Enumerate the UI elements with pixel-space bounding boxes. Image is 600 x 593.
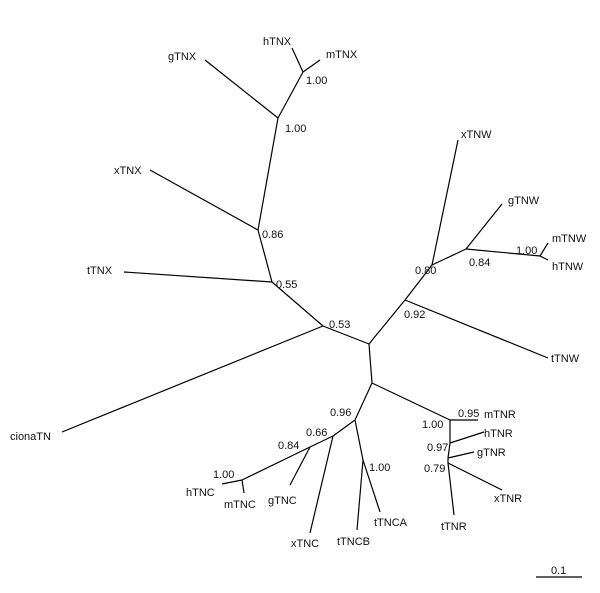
branch-hTNR bbox=[449, 431, 485, 444]
leaf-label-mTNW: mTNW bbox=[552, 233, 587, 245]
scale-bar-label: 0.1 bbox=[551, 565, 566, 577]
branch-tnw-sub bbox=[431, 248, 467, 266]
branch-tnx-inner bbox=[277, 71, 304, 119]
branch-gTNR bbox=[447, 451, 475, 459]
branch-mTNW bbox=[539, 242, 549, 257]
branch-tnc-inner3 bbox=[241, 446, 311, 481]
support-value: 1.00 bbox=[306, 75, 327, 87]
leaf-label-gTNC: gTNC bbox=[268, 495, 297, 507]
leaf-label-mTNC: mTNC bbox=[224, 499, 256, 511]
branch-tnw-inner bbox=[404, 264, 433, 301]
support-value: 0.92 bbox=[404, 309, 425, 321]
leaf-label-gTNX: gTNX bbox=[168, 51, 197, 63]
branch-tnx-stem1 bbox=[257, 117, 279, 231]
support-value: 1.00 bbox=[422, 419, 443, 431]
branch-xTNC bbox=[309, 435, 334, 534]
scale-bar: 0.1 bbox=[536, 565, 582, 578]
support-value: 0.66 bbox=[306, 427, 327, 439]
support-value: 0.79 bbox=[424, 463, 445, 475]
leaf-label-tTNCA: tTNCA bbox=[374, 517, 408, 529]
support-value: 0.84 bbox=[469, 257, 490, 269]
branch-mTNC bbox=[241, 479, 245, 494]
leaf-label-hTNR: hTNR bbox=[484, 428, 513, 440]
leaf-label-tTNR: tTNR bbox=[441, 521, 467, 533]
branch-root bbox=[322, 325, 370, 345]
leaf-label-gTNR: gTNR bbox=[477, 447, 506, 459]
branch-tTNCB bbox=[356, 459, 364, 531]
support-value: 0.53 bbox=[329, 319, 350, 331]
branch-xTNR bbox=[447, 462, 503, 491]
support-value: 1.00 bbox=[516, 245, 537, 257]
leaf-label-hTNW: hTNW bbox=[552, 261, 584, 273]
support-value: 0.55 bbox=[276, 279, 297, 291]
branch-gTNX bbox=[204, 59, 279, 119]
leaf-label-cionaTN: cionaTN bbox=[10, 431, 51, 443]
leaf-label-hTNC: hTNC bbox=[186, 487, 215, 499]
branch-tnw-stem bbox=[368, 299, 406, 345]
leaf-label-gTNW: gTNW bbox=[508, 195, 540, 207]
branch-tnr-inner2 bbox=[447, 442, 451, 459]
support-value: 0.96 bbox=[330, 407, 351, 419]
leaf-label-xTNR: xTNR bbox=[494, 493, 522, 505]
leaf-label-xTNC: xTNC bbox=[291, 538, 319, 550]
branch-tnc-inner bbox=[332, 419, 356, 437]
leaf-label-xTNX: xTNX bbox=[114, 165, 142, 177]
branch-hTNW bbox=[539, 255, 549, 261]
branch-tnx-stem3 bbox=[271, 281, 324, 327]
branch-tTNCA bbox=[362, 459, 381, 513]
leaf-label-xTNW: xTNW bbox=[461, 129, 492, 141]
leaf-label-tTNW: tTNW bbox=[551, 353, 580, 365]
branch-cionaTN bbox=[61, 325, 324, 433]
leaf-label-tTNX: tTNX bbox=[87, 265, 113, 277]
branch-tnx-stem2 bbox=[257, 229, 273, 283]
leaf-label-hTNX: hTNX bbox=[263, 36, 292, 48]
support-value: 1.00 bbox=[285, 123, 306, 135]
support-value: 0.86 bbox=[262, 229, 283, 241]
branch-xTNW bbox=[431, 139, 459, 266]
branch-tnw-sub2 bbox=[465, 248, 541, 257]
support-value: 0.97 bbox=[427, 442, 448, 454]
tree-branches bbox=[61, 47, 549, 534]
support-value: 1.00 bbox=[213, 469, 234, 481]
branch-tnc-stem bbox=[354, 382, 373, 421]
leaf-labels: hTNX mTNX gTNX xTNX tTNX xTNW gTNW mTNW … bbox=[10, 36, 587, 550]
branch-xTNX bbox=[149, 169, 259, 231]
branch-tnc-inner2 bbox=[309, 435, 334, 448]
branch-tnc-tnr-stem bbox=[368, 343, 373, 384]
branch-hTNX bbox=[291, 47, 304, 73]
leaf-label-tTNCB: tTNCB bbox=[337, 536, 370, 548]
branch-tnca-tncb bbox=[354, 419, 364, 461]
leaf-label-mTNR: mTNR bbox=[484, 409, 516, 421]
leaf-label-mTNX: mTNX bbox=[326, 49, 358, 61]
branch-hTNC bbox=[221, 479, 243, 485]
support-values: 1.00 1.00 0.86 0.55 0.53 0.80 0.84 1.00 … bbox=[213, 75, 537, 481]
branch-tTNW bbox=[404, 299, 549, 359]
support-value: 1.00 bbox=[369, 462, 390, 474]
branch-gTNC bbox=[289, 446, 311, 486]
branch-gTNW bbox=[465, 203, 503, 250]
branch-tTNX bbox=[123, 271, 273, 283]
branch-tnr-stem bbox=[371, 382, 451, 421]
support-value: 0.84 bbox=[278, 440, 299, 452]
support-value: 0.80 bbox=[415, 265, 436, 277]
support-value: 0.95 bbox=[458, 408, 479, 420]
branch-tTNR bbox=[447, 462, 455, 516]
branch-mTNX bbox=[302, 59, 321, 73]
